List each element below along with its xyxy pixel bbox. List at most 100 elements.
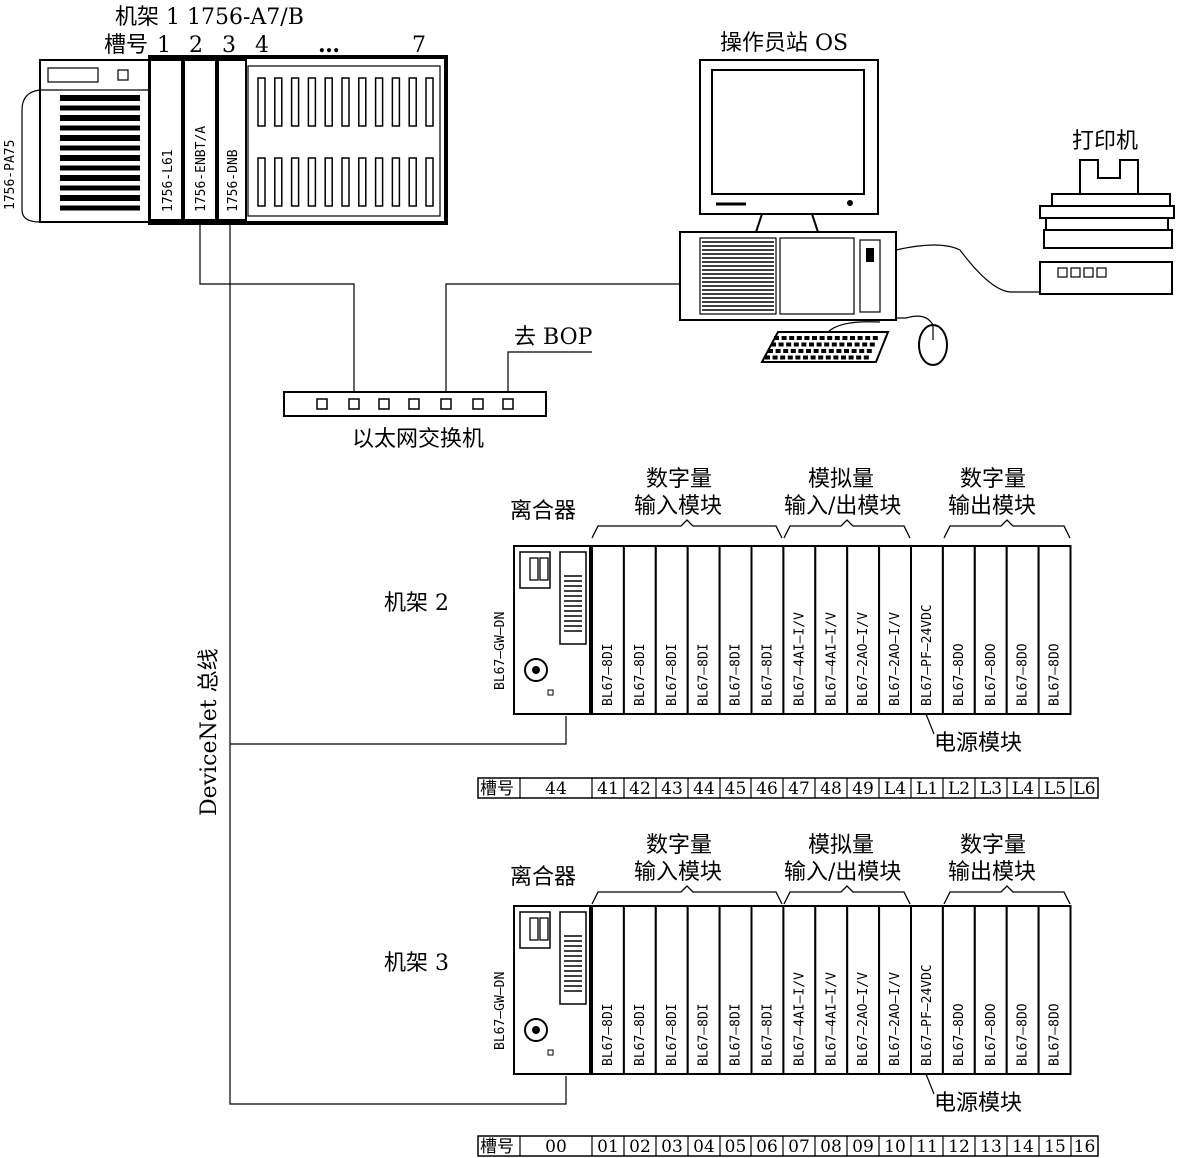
io-module-label: BL67—8DI [761, 643, 776, 706]
keyboard-key [851, 349, 857, 353]
keyboard-key [780, 355, 786, 360]
keyboard-key [854, 342, 860, 347]
io-module [941, 905, 976, 1075]
keyboard-key [842, 336, 848, 340]
slot-number: 01 [597, 1137, 619, 1157]
coupler-led [547, 1049, 554, 1056]
di-header: 输入模块 [634, 860, 722, 885]
io-module [654, 545, 689, 715]
keyboard-key [775, 349, 781, 353]
io-module [591, 905, 625, 1075]
io-module-label: BL67—8DO [1048, 1003, 1063, 1066]
io-module [718, 905, 753, 1075]
coupler-label: BL67—GW—DN [493, 972, 508, 1050]
switch-title: 以太网交换机 [352, 427, 484, 452]
empty-slot [358, 157, 367, 207]
io-module [973, 905, 1008, 1075]
rack-title: 机架 2 [384, 591, 449, 616]
empty-slot [341, 157, 350, 207]
slot-number: 44 [545, 779, 567, 799]
coupler-display [529, 917, 539, 941]
empty-slot [324, 157, 333, 207]
io-module-label: BL67—8DI [729, 643, 744, 706]
slot-number: 10 [884, 1137, 906, 1157]
keyboard-key [859, 349, 865, 353]
slot-number: L2 [948, 779, 970, 799]
rack1-slot-ellipsis: … [318, 32, 340, 58]
rack1-slot-7: 7 [412, 33, 426, 58]
coupler-display [529, 557, 539, 581]
slot-number: L4 [884, 779, 906, 799]
slot-number: 45 [725, 779, 747, 799]
printer [895, 159, 1175, 295]
io-module-label: BL67—2AO—I/V [856, 612, 871, 706]
rack1-slot-4: 4 [255, 33, 269, 58]
rack-title: 机架 3 [384, 951, 449, 976]
rack1-slot-label: 槽号 [104, 33, 148, 58]
keyboard-key [825, 355, 831, 360]
keyboard-key [844, 349, 849, 353]
io-module [910, 905, 944, 1075]
io-module-label: BL67—8DI [697, 1003, 712, 1066]
keyboard-key [872, 336, 878, 340]
switch-port [472, 398, 484, 410]
di-header: 数字量 [646, 833, 712, 858]
di-header: 输入模块 [634, 494, 722, 519]
printer-title: 打印机 [1072, 129, 1138, 154]
keyboard-key [833, 355, 839, 360]
empty-slot [257, 77, 266, 127]
io-module-label: BL67—8DI [697, 643, 712, 706]
keyboard-key [806, 349, 811, 353]
slot-number: 44 [693, 779, 715, 799]
switch-port [378, 398, 390, 410]
slot-number: 14 [1012, 1137, 1034, 1157]
keyboard-key [796, 336, 802, 340]
do-header: 输出模块 [948, 860, 1036, 885]
di-brace [591, 885, 783, 905]
keyboard-key [801, 342, 807, 347]
io-module-label: BL67—8DI [729, 1003, 744, 1066]
empty-slot [274, 77, 283, 127]
keyboard-key [834, 336, 840, 340]
di-brace [591, 519, 783, 539]
coupler-header: 离合器 [510, 865, 576, 890]
keyboard-key [765, 355, 770, 360]
keyboard-key [831, 342, 837, 347]
io-module [1037, 905, 1072, 1075]
slot-number: 49 [852, 779, 874, 799]
empty-slot [391, 157, 401, 207]
do-header: 输出模块 [948, 494, 1036, 519]
keyboard-key [789, 336, 795, 340]
io-module [782, 905, 817, 1075]
io-module [591, 545, 625, 715]
slot-table-header: 槽号 [480, 1137, 514, 1157]
io-module [654, 905, 689, 1075]
coupler-header: 离合器 [510, 499, 576, 524]
io-module-label: BL67—8DI [633, 1003, 648, 1066]
ai-header: 模拟量 [808, 467, 874, 492]
empty-slot [374, 157, 384, 207]
ai-brace [783, 519, 911, 539]
switch-port [348, 398, 360, 410]
io-module [1005, 545, 1040, 715]
rack1-slot-1: 1 [157, 33, 171, 58]
keyboard-key [781, 336, 787, 340]
keyboard-key [795, 355, 801, 360]
slot-number: 08 [820, 1137, 842, 1157]
io-module-label: BL67—8DO [952, 1003, 967, 1066]
keyboard-key [803, 355, 808, 360]
keyboard-key [866, 349, 872, 353]
keyboard-key [836, 349, 842, 353]
keyboard-key [804, 336, 810, 340]
switch-port [316, 398, 328, 410]
slot-number: 00 [545, 1137, 567, 1157]
rack1-slot-2: 2 [189, 33, 203, 58]
power-supply: 1756-PA75 [3, 59, 151, 223]
rack1-module-1: 1756-L61 [161, 149, 176, 212]
keyboard-key [771, 342, 776, 347]
ai-header: 模拟量 [808, 833, 874, 858]
slot-number: 03 [661, 1137, 683, 1157]
keyboard-key [809, 342, 814, 347]
ethernet-switch [283, 391, 547, 417]
empty-slot [408, 157, 417, 207]
